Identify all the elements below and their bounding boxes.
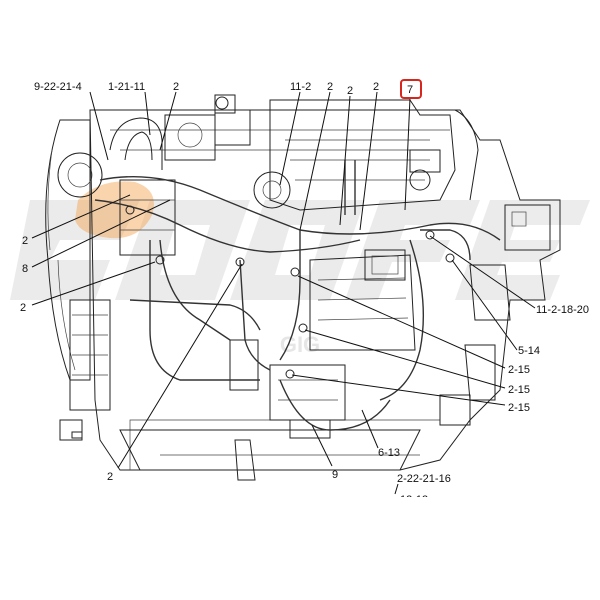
engine-drawing	[45, 94, 561, 481]
callout-2-left-a: 2	[22, 235, 28, 247]
callout-2-top-b: 2	[347, 85, 353, 97]
callout-6-13: 6-13	[378, 447, 400, 459]
callout-2-22-21-16: 2-22-21-16	[397, 473, 451, 485]
callout-7: 7	[407, 84, 413, 96]
callout-2-top-c: 2	[373, 81, 379, 93]
callout-9-22-21-4: 9-22-21-4	[34, 81, 82, 93]
callout-2-top-left: 2	[173, 81, 179, 93]
callout-2-bottom: 2	[107, 471, 113, 483]
callout-11-2-18-20: 11-2-18-20	[536, 304, 589, 316]
accent-blob	[75, 181, 154, 239]
callout-5-14: 5-14	[518, 345, 540, 357]
callout-9: 9	[332, 469, 338, 481]
callout-2-15-b: 2-15	[508, 384, 530, 396]
bottom-crop	[380, 497, 460, 505]
callout-8: 8	[22, 263, 28, 275]
callout-2-left-b: 2	[20, 302, 26, 314]
callout-7-highlight	[400, 79, 422, 99]
callout-1-21-11: 1-21-11	[108, 81, 145, 93]
callout-2-top-a: 2	[327, 81, 333, 93]
callout-2-15-a: 2-15	[508, 364, 530, 376]
callout-2-15-c: 2-15	[508, 402, 530, 414]
watermark-text: GIG	[280, 332, 320, 357]
callout-11-2: 11-2	[290, 81, 311, 93]
leader-lines	[31, 91, 536, 495]
